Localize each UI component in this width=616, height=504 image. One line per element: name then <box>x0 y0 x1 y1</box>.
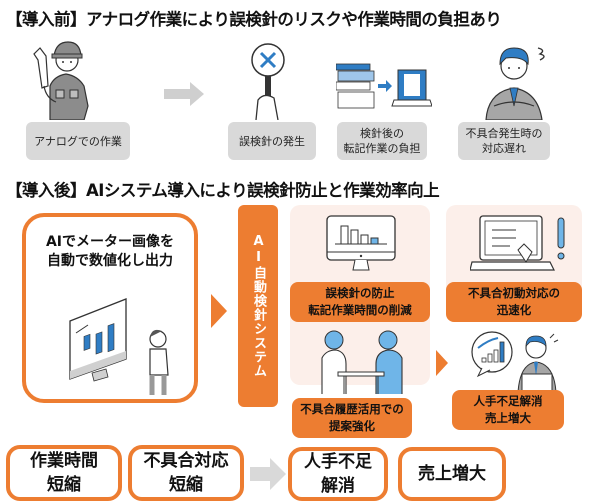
magnifier-with-x-icon <box>246 40 290 120</box>
benefit-labor-sales: 人手不足解消 売上増大 <box>452 390 564 430</box>
benefit-history-proposal: 不具合履歴活用での 提案強化 <box>292 398 412 438</box>
before-item-misreading: 誤検針の発生 <box>228 122 316 160</box>
outcome-work-time: 作業時間 短縮 <box>6 445 122 501</box>
outcome-issue-response: 不具合対応 短縮 <box>128 445 244 501</box>
after-heading: 【導入後】AIシステム導入により誤検針防止と作業効率向上 <box>6 181 440 200</box>
arrow-right-icon <box>164 82 204 106</box>
ai-system-bar: AI自動検針システム <box>238 205 278 407</box>
laptop-alert-icon <box>470 212 570 276</box>
worried-businessman-icon <box>480 36 550 120</box>
before-heading: 【導入前】アナログ作業により誤検針のリスクや作業時間の負担あり <box>6 10 502 29</box>
monitor-decreasing-bars-icon <box>325 214 397 276</box>
arrow-right-icon <box>250 458 286 490</box>
arrow-right-icon <box>436 350 448 376</box>
meeting-people-icon <box>316 328 408 394</box>
outcome-sales-increase: 売上増大 <box>398 447 506 501</box>
before-item-analog-work: アナログでの作業 <box>26 122 130 160</box>
businessman-growth-chart-icon <box>470 330 580 392</box>
before-item-delay: 不具合発生時の 対応遅れ <box>458 122 550 160</box>
before-item-transcription: 検針後の 転記作業の負担 <box>337 122 427 160</box>
benefit-faster-response: 不具合初動対応の 迅速化 <box>446 282 582 322</box>
arrow-right-icon <box>211 294 227 328</box>
ai-intro-box: AIでメーター画像を 自動で数値化し出力 <box>22 213 198 403</box>
outcome-labor-shortage: 人手不足 解消 <box>288 447 388 501</box>
ai-intro-text: AIでメーター画像を 自動で数値化し出力 <box>45 234 175 269</box>
benefit-prevent-misreading: 誤検針の防止 転記作業時間の削減 <box>290 282 430 322</box>
worker-with-wrench-icon <box>26 36 106 120</box>
documents-to-laptop-icon <box>336 62 432 110</box>
person-viewing-monitor-icon <box>66 297 186 397</box>
